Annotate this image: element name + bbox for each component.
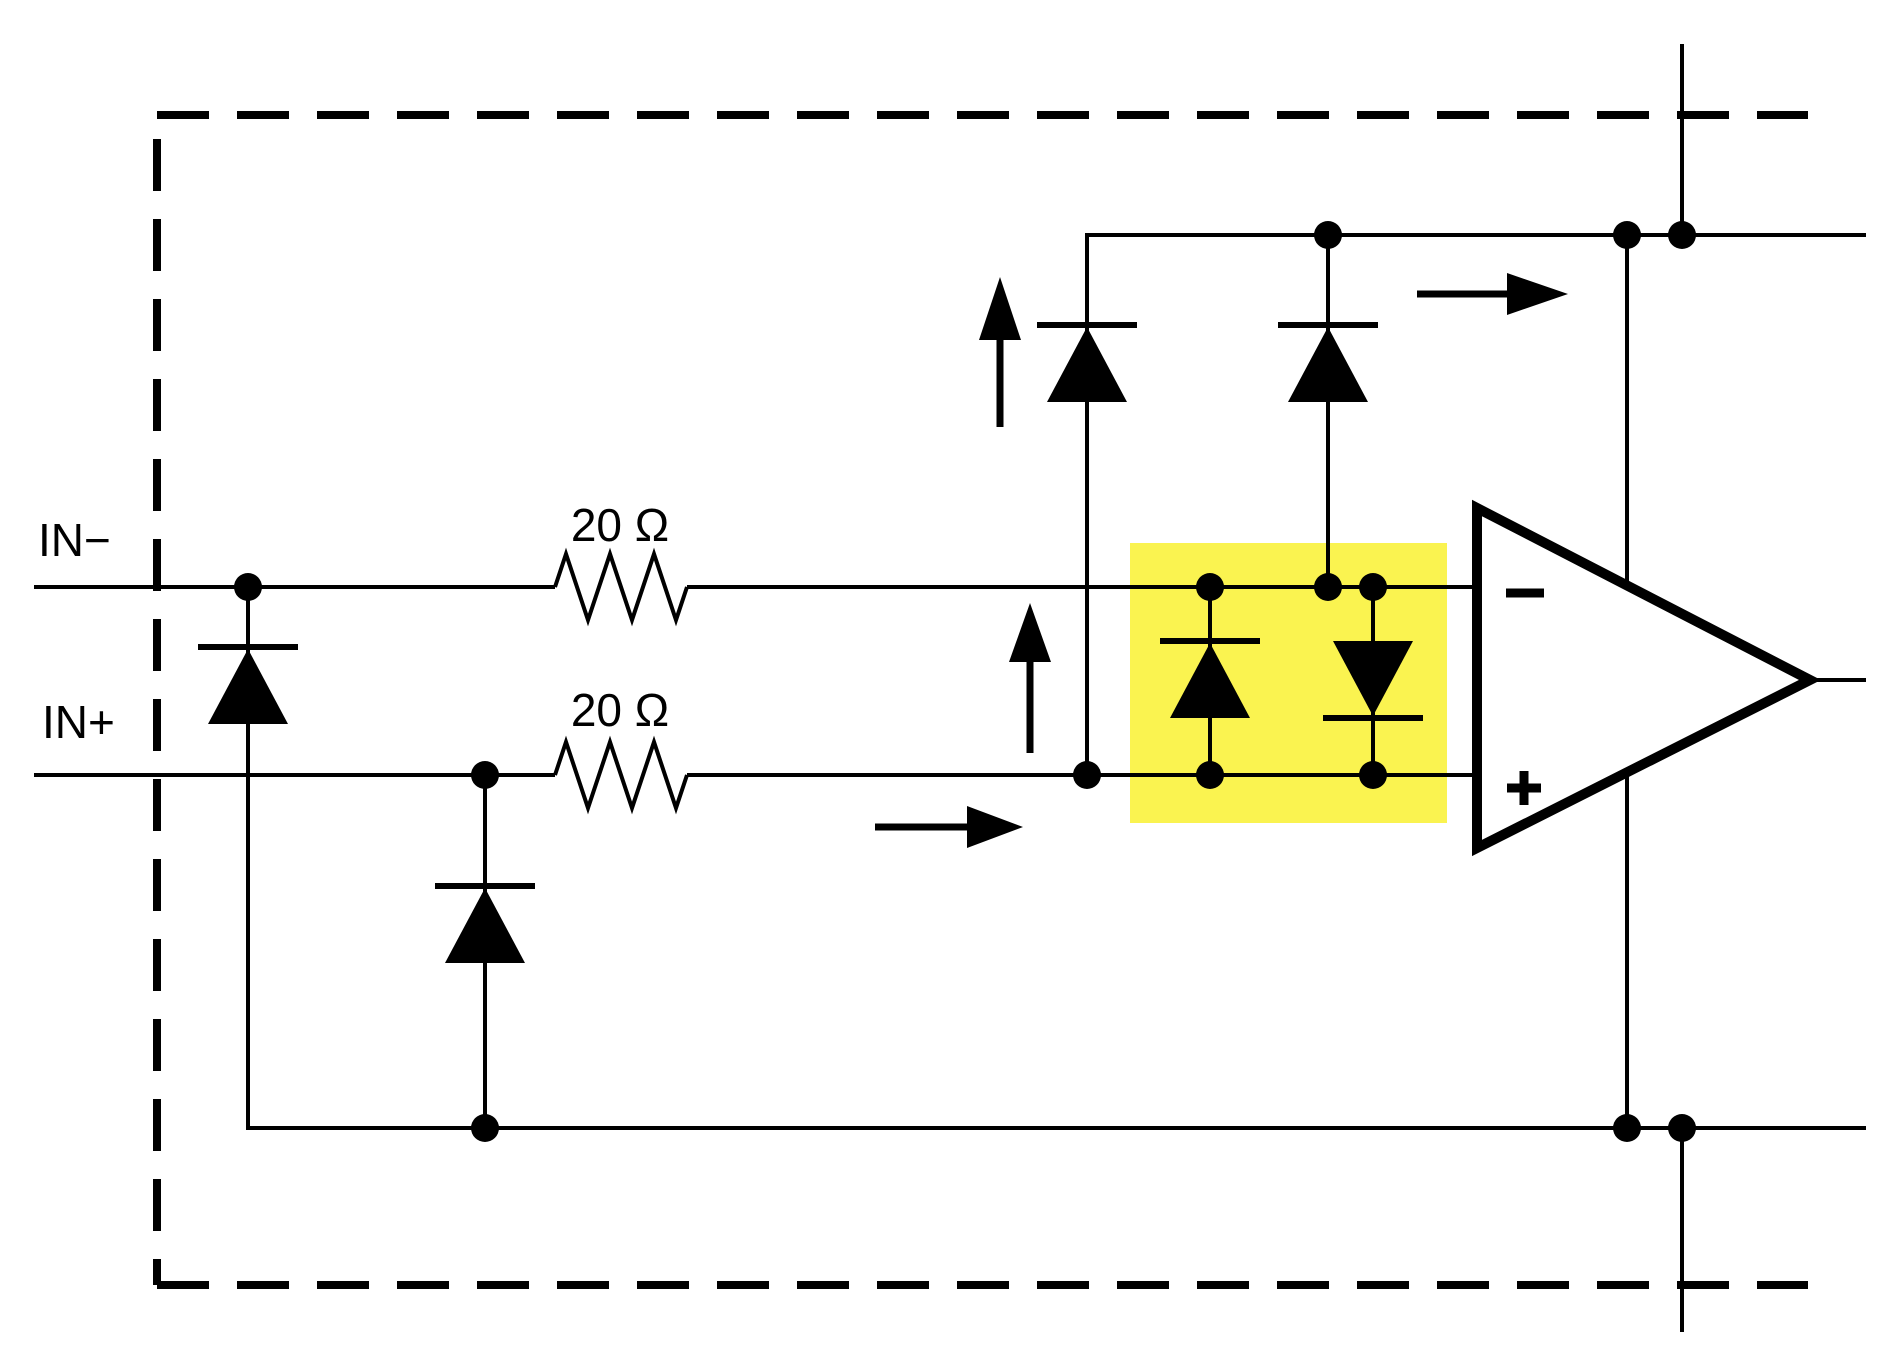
- junction-dots: [234, 221, 1696, 1142]
- top-rail-wire: [1085, 233, 1866, 775]
- in-plus-pin-label: IN+: [42, 696, 115, 748]
- current-arrow-right-top-icon: [1417, 273, 1568, 315]
- resistor-in-plus: [553, 735, 689, 815]
- in-minus-clamp-diode-icon: [198, 644, 298, 724]
- supply-clamp-diode-1-icon: [1037, 322, 1137, 402]
- resistor-in-minus-value-label: 20 Ω: [571, 499, 669, 551]
- current-arrow-right-bottom-icon: [875, 806, 1023, 848]
- resistor-in-plus-value-label: 20 Ω: [571, 684, 669, 736]
- diff-clamp-diode-down-icon: [1323, 641, 1423, 721]
- opamp-plus-sign: [1507, 771, 1541, 805]
- in-minus-pin-label: IN−: [38, 514, 111, 566]
- opamp-icon: [1472, 499, 1866, 857]
- diff-clamp-diode-up-icon: [1160, 638, 1260, 718]
- bottom-rail-wire: [246, 587, 1866, 1130]
- in-plus-clamp-diode-icon: [435, 883, 535, 963]
- supply-clamp-diode-2-icon: [1278, 322, 1378, 402]
- current-arrow-up-top-icon: [979, 277, 1021, 427]
- current-arrow-up-middle-icon: [1009, 603, 1051, 753]
- resistor-in-minus: [553, 547, 689, 627]
